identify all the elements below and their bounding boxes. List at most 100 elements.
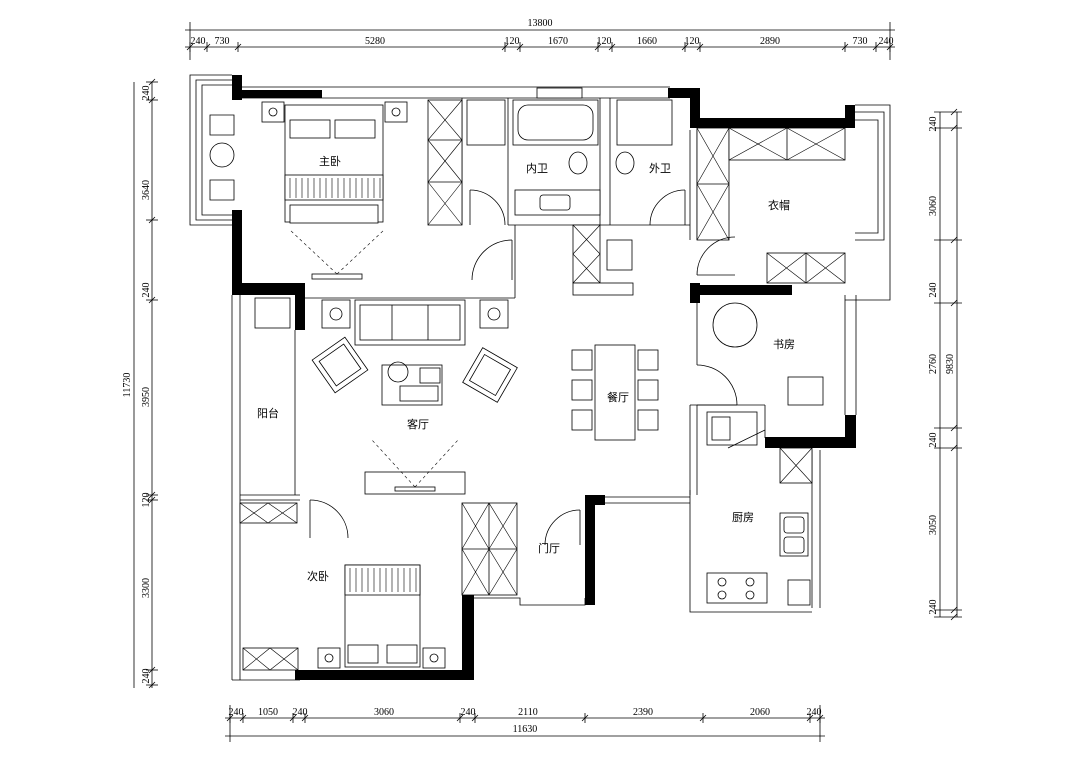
top-dimension-group: 13800 240 730 5280 120 1670 120 1660 120… <box>185 18 895 60</box>
dimension-tick <box>148 216 156 224</box>
kitchen-fixtures <box>706 411 811 606</box>
dimension-tick <box>950 108 958 116</box>
dimension-tick <box>148 681 156 689</box>
label-study: 书房 <box>773 338 795 351</box>
dimension-tick <box>841 43 849 51</box>
dining-furniture <box>571 344 659 441</box>
top-dim-7: 120 <box>685 36 700 47</box>
bottom-dim-6: 2390 <box>633 707 653 718</box>
top-dim-2: 5280 <box>365 36 385 47</box>
dimension-tick <box>872 43 880 51</box>
top-total-dim: 13800 <box>528 18 553 29</box>
top-dim-4: 1670 <box>548 36 568 47</box>
dimension-tick <box>886 43 894 51</box>
bottom-dim-8: 240 <box>807 707 822 718</box>
bottom-dim-1: 1050 <box>258 707 278 718</box>
label-living-room: 客厅 <box>407 417 429 431</box>
bottom-dim-7: 2060 <box>750 707 770 718</box>
top-dim-3: 120 <box>505 36 520 47</box>
right-dim-4: 240 <box>928 433 939 448</box>
dimension-tick <box>581 714 589 722</box>
dimension-tick <box>501 43 509 51</box>
dimension-tick <box>226 714 234 722</box>
left-dim-6: 240 <box>141 669 152 684</box>
dimension-tick <box>608 43 616 51</box>
right-dim-1: 3060 <box>928 196 939 216</box>
dimension-tick <box>289 714 297 722</box>
label-outer-bath: 外卫 <box>649 162 671 175</box>
dimension-tick <box>594 43 602 51</box>
dimension-tick <box>239 714 247 722</box>
top-dim-9: 730 <box>853 36 868 47</box>
dimension-tick <box>203 43 211 51</box>
dimension-tick <box>516 43 524 51</box>
bottom-dim-2: 240 <box>293 707 308 718</box>
dimension-tick <box>950 424 958 432</box>
right-dim-5: 3050 <box>928 515 939 535</box>
dimension-tick <box>148 296 156 304</box>
right-total-dim: 9830 <box>945 354 956 374</box>
top-dim-0: 240 <box>191 36 206 47</box>
dimension-tick <box>681 43 689 51</box>
label-dining-room: 餐厅 <box>607 390 629 404</box>
left-dim-1: 3640 <box>141 180 152 200</box>
left-dimension-group: 11730 240 3640 240 3950 120 3300 240 <box>122 78 158 689</box>
structural-walls <box>232 75 856 680</box>
label-second-bedroom: 次卧 <box>307 569 329 583</box>
label-balcony: 阳台 <box>257 406 279 420</box>
dimension-tick <box>148 491 156 499</box>
top-dim-8: 2890 <box>760 36 780 47</box>
bottom-dim-5: 2110 <box>518 707 538 718</box>
right-dim-2: 240 <box>928 283 939 298</box>
dimension-tick <box>148 666 156 674</box>
top-dim-6: 1660 <box>637 36 657 47</box>
left-dim-2: 240 <box>141 283 152 298</box>
label-kitchen: 厨房 <box>732 511 754 524</box>
dimension-tick <box>699 714 707 722</box>
top-dim-5: 120 <box>597 36 612 47</box>
study-furniture <box>696 236 824 406</box>
dimension-tick <box>148 496 156 504</box>
top-dim-1: 730 <box>215 36 230 47</box>
master-bed <box>209 101 408 280</box>
dimension-tick <box>950 299 958 307</box>
left-dim-0: 240 <box>141 86 152 101</box>
dimension-tick <box>816 714 824 722</box>
bottom-total-dim: 11630 <box>513 724 538 735</box>
dimension-tick <box>148 78 156 86</box>
dimension-tick <box>806 714 814 722</box>
bottom-dimension-group: 240 1050 240 3060 240 2110 2390 2060 240… <box>225 705 825 742</box>
room-labels: 主卧 内卫 外卫 衣帽 书房 阳台 客厅 餐厅 厨房 次卧 门厅 <box>257 155 795 583</box>
left-total-dim: 11730 <box>122 373 133 398</box>
left-dim-5: 3300 <box>141 578 152 598</box>
right-dim-6: 240 <box>928 600 939 615</box>
left-dim-3: 3950 <box>141 387 152 407</box>
label-master-bedroom: 主卧 <box>319 155 341 168</box>
left-dim-4: 120 <box>141 493 152 508</box>
right-dimension-group: 240 3060 240 2760 240 3050 240 9830 <box>928 108 962 621</box>
cabinets <box>239 99 846 671</box>
dimension-tick <box>950 613 958 621</box>
dimension-tick <box>148 96 156 104</box>
second-bedroom-furniture <box>254 297 581 669</box>
dimension-tick <box>234 43 242 51</box>
label-cloakroom: 衣帽 <box>768 198 790 212</box>
label-foyer: 门厅 <box>538 541 560 555</box>
dimension-tick <box>950 444 958 452</box>
dimension-tick <box>696 43 704 51</box>
dimension-tick <box>186 43 194 51</box>
dimension-tick <box>950 606 958 614</box>
right-dim-3: 2760 <box>928 354 939 374</box>
dimension-tick <box>301 714 309 722</box>
dimension-tick <box>950 124 958 132</box>
dimension-tick <box>950 236 958 244</box>
right-dim-0: 240 <box>928 117 939 132</box>
bottom-dim-3: 3060 <box>374 707 394 718</box>
living-room-furniture <box>311 299 518 495</box>
label-inner-bath: 内卫 <box>526 161 548 175</box>
bottom-dim-0: 240 <box>229 707 244 718</box>
top-dim-10: 240 <box>879 36 894 47</box>
bathroom-fixtures <box>466 99 686 281</box>
bottom-dim-4: 240 <box>461 707 476 718</box>
